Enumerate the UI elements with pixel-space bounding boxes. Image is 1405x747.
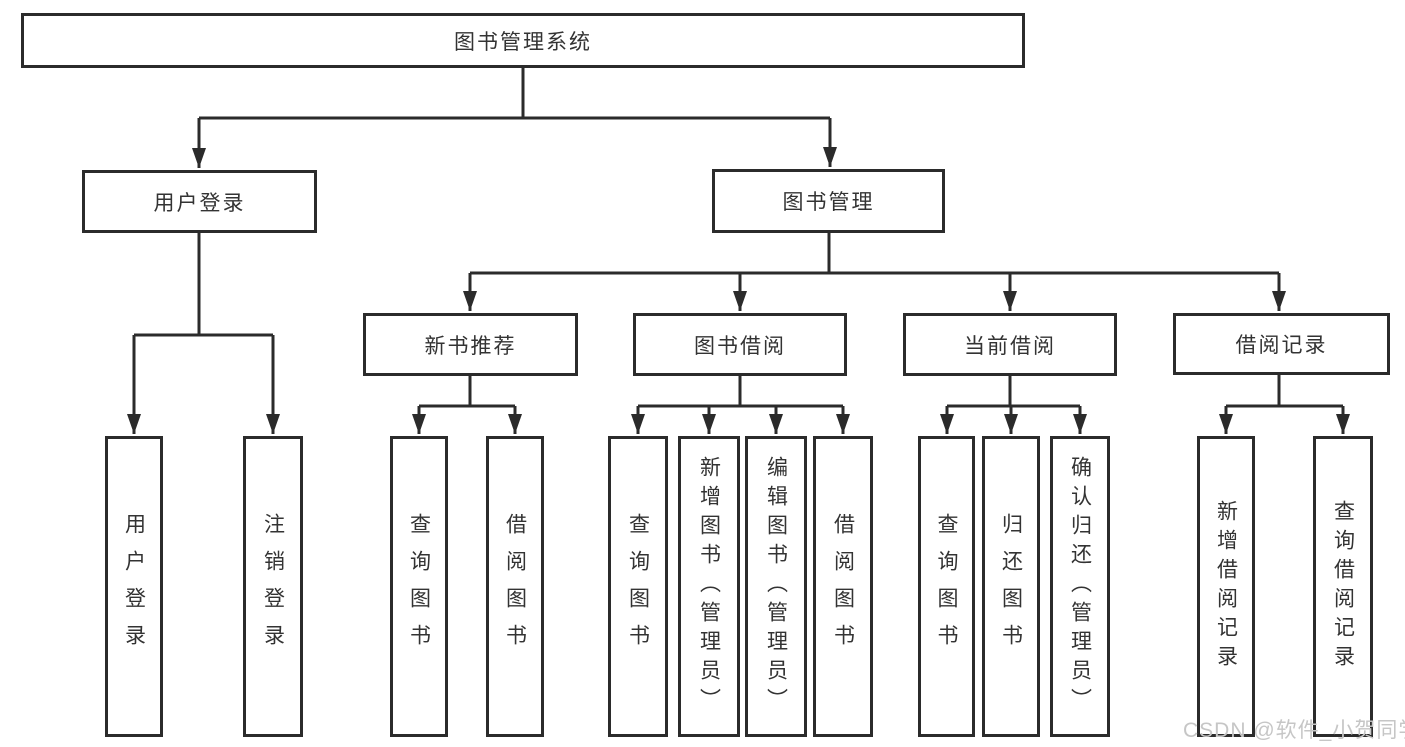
node-label: 新书推荐: [424, 334, 517, 358]
leaf-query-books-3: 查询图书: [918, 436, 975, 737]
leaf-add-borrow-record: 新增借阅记录: [1197, 436, 1255, 737]
node-label: 当前借阅: [964, 334, 1056, 358]
node-label: 新增借阅记录: [1214, 499, 1238, 674]
csdn-watermark: CSDN @软件_小贺同学: [1183, 719, 1405, 742]
connector-arrows: [127, 118, 1350, 434]
node-book-management: 图书管理: [712, 169, 945, 233]
node-label: 查询图书: [935, 512, 958, 661]
node-root-system: 图书管理系统: [21, 13, 1025, 68]
node-label: 确认归还（管理员）: [1068, 456, 1092, 717]
node-label: 查询图书: [626, 512, 650, 661]
node-label: 查询图书: [407, 512, 431, 661]
node-borrow-records: 借阅记录: [1173, 313, 1390, 375]
node-book-borrow: 图书借阅: [633, 313, 847, 376]
node-new-book-recommend: 新书推荐: [363, 313, 578, 376]
node-label: 借阅图书: [503, 512, 527, 661]
node-label: 图书管理系统: [454, 30, 592, 54]
node-label: 编辑图书（管理员）: [764, 456, 788, 717]
node-label: 借阅图书: [831, 512, 855, 661]
connector-trunks: [134, 66, 1343, 408]
leaf-logout: 注销登录: [243, 436, 303, 737]
node-label: 查询借阅记录: [1331, 499, 1355, 674]
leaf-confirm-return-admin: 确认归还（管理员）: [1050, 436, 1110, 737]
leaf-return-books: 归还图书: [982, 436, 1040, 737]
node-current-borrow: 当前借阅: [903, 313, 1117, 376]
node-label: 注销登录: [261, 512, 285, 661]
node-label: 借阅记录: [1235, 334, 1328, 357]
leaf-add-books-admin: 新增图书（管理员）: [678, 436, 740, 737]
node-label: 图书管理: [782, 191, 875, 214]
node-label: 新增图书（管理员）: [697, 456, 721, 717]
leaf-query-books-1: 查询图书: [390, 436, 448, 737]
node-label: 用户登录: [122, 512, 146, 661]
leaf-borrow-books-2: 借阅图书: [813, 436, 873, 737]
leaf-borrow-books-1: 借阅图书: [486, 436, 544, 737]
node-label: 归还图书: [999, 512, 1023, 661]
leaf-query-borrow-record: 查询借阅记录: [1313, 436, 1373, 737]
node-label: 用户登录: [153, 191, 246, 215]
leaf-edit-books-admin: 编辑图书（管理员）: [745, 436, 807, 737]
node-label: 图书借阅: [694, 334, 786, 358]
leaf-query-books-2: 查询图书: [608, 436, 668, 737]
leaf-user-login: 用户登录: [105, 436, 163, 737]
node-user-login: 用户登录: [82, 170, 317, 233]
